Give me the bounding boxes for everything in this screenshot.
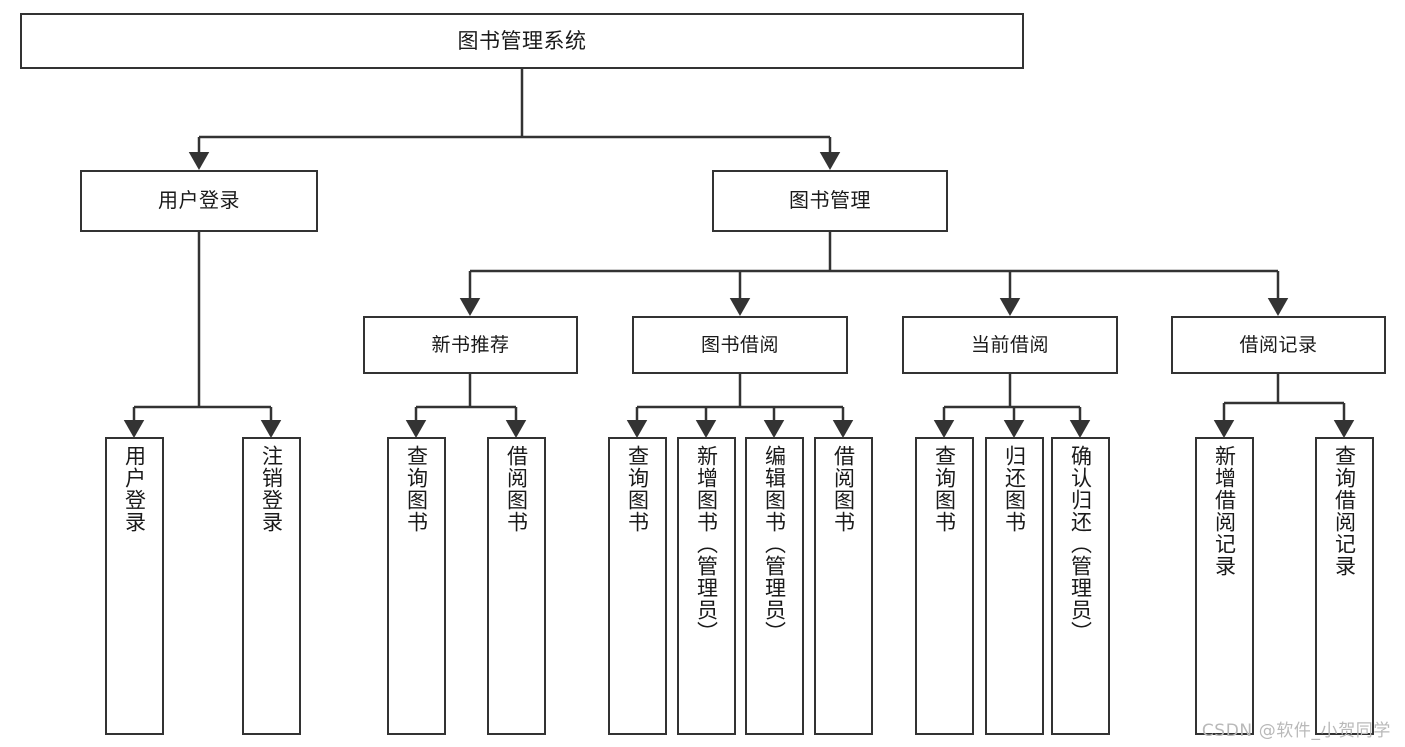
node-leaf-query-book-3-label: 查询图书 — [932, 445, 957, 533]
node-borrow-record-label: 借阅记录 — [1239, 333, 1318, 356]
edges-book-manage-to-level2 — [459, 232, 1289, 316]
edges-root-to-level1 — [188, 69, 841, 170]
node-book-borrow-label: 图书借阅 — [700, 333, 779, 356]
node-leaf-user-logout-label: 注销登录 — [259, 445, 284, 533]
node-leaf-confirm-return[interactable]: 确认归还（管理员） — [1051, 437, 1110, 735]
node-leaf-query-book-2-label: 查询图书 — [625, 445, 650, 533]
node-new-book-rec[interactable]: 新书推荐 — [363, 316, 578, 374]
node-root-label: 图书管理系统 — [457, 28, 587, 53]
node-leaf-query-record[interactable]: 查询借阅记录 — [1315, 437, 1374, 735]
node-leaf-query-book-1[interactable]: 查询图书 — [387, 437, 446, 735]
edges-borrow-record-to-leaves — [1213, 374, 1355, 438]
node-leaf-user-login[interactable]: 用户登录 — [105, 437, 164, 735]
node-user-login-label: 用户登录 — [158, 188, 240, 213]
node-borrow-record[interactable]: 借阅记录 — [1171, 316, 1386, 374]
node-leaf-confirm-return-label: 确认归还（管理员） — [1068, 445, 1093, 643]
node-book-manage[interactable]: 图书管理 — [712, 170, 948, 232]
node-leaf-user-logout[interactable]: 注销登录 — [242, 437, 301, 735]
node-leaf-query-record-label: 查询借阅记录 — [1332, 445, 1357, 577]
node-leaf-borrow-book-1-label: 借阅图书 — [504, 445, 529, 533]
node-leaf-add-book[interactable]: 新增图书（管理员） — [677, 437, 736, 735]
node-leaf-query-book-2[interactable]: 查询图书 — [608, 437, 667, 735]
node-leaf-query-book-3[interactable]: 查询图书 — [915, 437, 974, 735]
edges-user-login-to-leaves — [123, 232, 282, 438]
node-new-book-rec-label: 新书推荐 — [431, 333, 510, 356]
node-leaf-add-record-label: 新增借阅记录 — [1212, 445, 1237, 577]
node-leaf-borrow-book-2[interactable]: 借阅图书 — [814, 437, 873, 735]
node-leaf-borrow-book-2-label: 借阅图书 — [831, 445, 856, 533]
edges-new-book-rec-to-leaves — [405, 374, 527, 438]
node-book-borrow[interactable]: 图书借阅 — [632, 316, 848, 374]
node-leaf-user-login-label: 用户登录 — [122, 445, 147, 533]
node-user-login[interactable]: 用户登录 — [80, 170, 318, 232]
node-book-manage-label: 图书管理 — [789, 188, 871, 213]
node-current-borrow[interactable]: 当前借阅 — [902, 316, 1118, 374]
node-leaf-return-book[interactable]: 归还图书 — [985, 437, 1044, 735]
node-leaf-add-record[interactable]: 新增借阅记录 — [1195, 437, 1254, 735]
node-leaf-borrow-book-1[interactable]: 借阅图书 — [487, 437, 546, 735]
node-current-borrow-label: 当前借阅 — [970, 333, 1049, 356]
edges-current-borrow-to-leaves — [933, 374, 1091, 438]
node-leaf-add-book-label: 新增图书（管理员） — [694, 445, 719, 643]
node-leaf-edit-book[interactable]: 编辑图书（管理员） — [745, 437, 804, 735]
edges-book-borrow-to-leaves — [626, 374, 854, 438]
node-leaf-edit-book-label: 编辑图书（管理员） — [762, 445, 787, 643]
node-leaf-query-book-1-label: 查询图书 — [404, 445, 429, 533]
node-root[interactable]: 图书管理系统 — [20, 13, 1024, 69]
csdn-watermark: CSDN @软件_小贺同学 — [1201, 721, 1391, 741]
node-leaf-return-book-label: 归还图书 — [1002, 445, 1027, 533]
